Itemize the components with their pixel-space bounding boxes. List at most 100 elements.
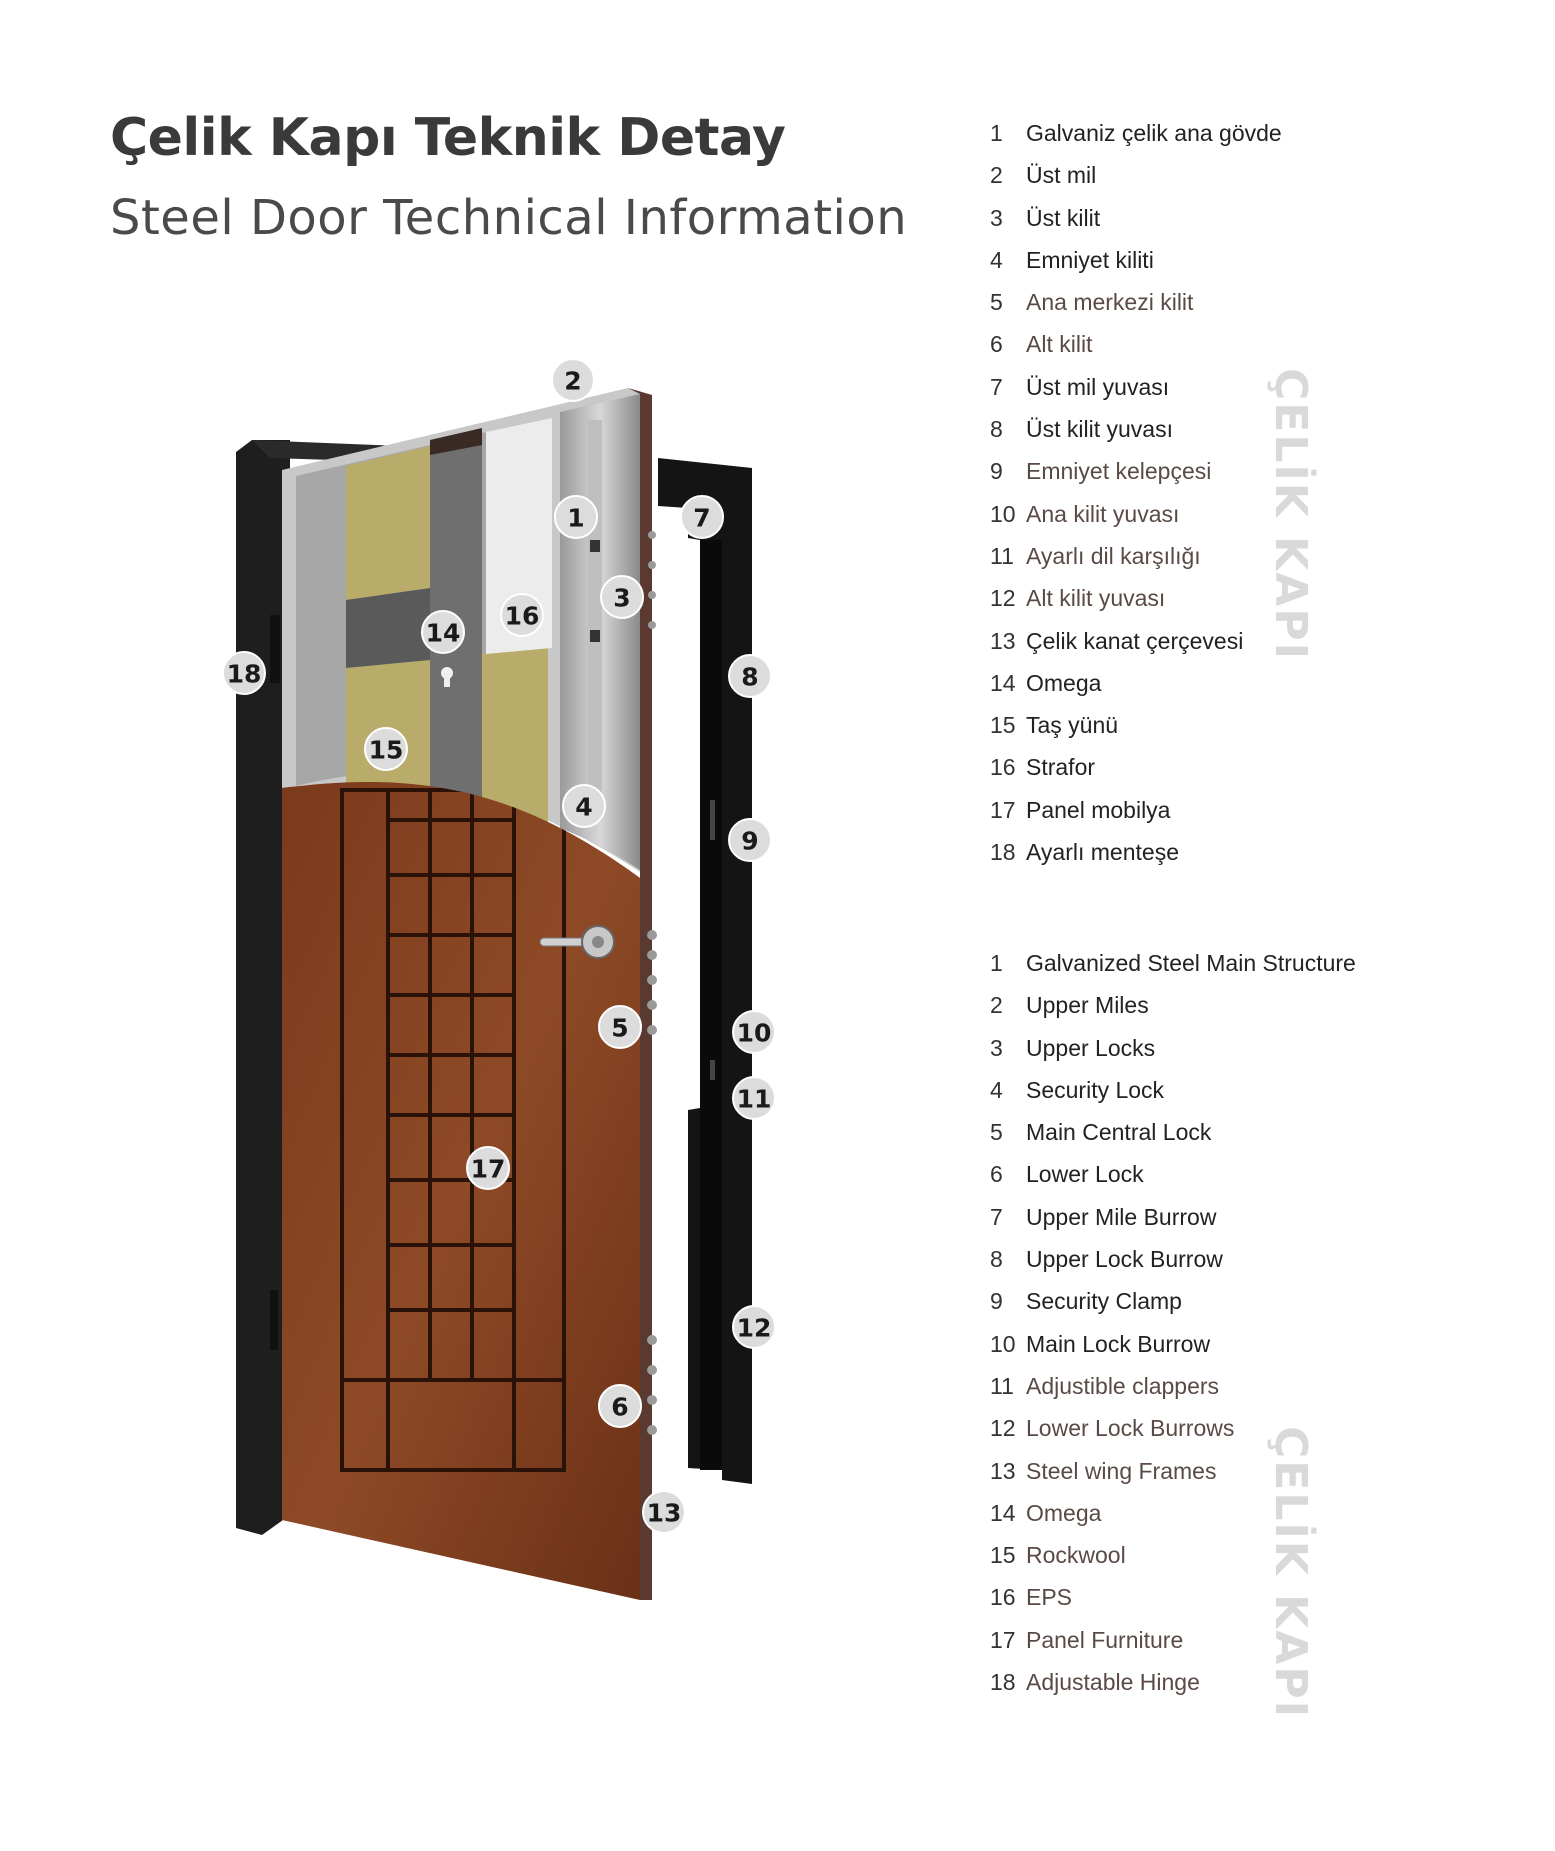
legend-item: 12 Alt kilit yuvası — [990, 577, 1282, 619]
callout-label: 4 — [575, 793, 592, 822]
legend-label: Lower Lock — [1026, 1161, 1144, 1188]
legend-number: 4 — [990, 1076, 1003, 1103]
legend-number: 14 — [990, 1499, 1016, 1526]
legend-number: 13 — [990, 1457, 1016, 1484]
legend-label: Çelik kanat çerçevesi — [1026, 627, 1244, 654]
legend-number: 4 — [990, 246, 1003, 273]
legend-number: 6 — [990, 1161, 1003, 1188]
legend-label: Üst mil — [1026, 162, 1097, 189]
legend-label: Üst kilit yuvası — [1026, 416, 1173, 443]
page-title: Çelik Kapı Teknik Detay — [110, 108, 786, 168]
callout-label: 16 — [505, 602, 540, 631]
callout-7: 7 — [680, 495, 724, 539]
legend-item: 6 Alt kilit — [990, 323, 1282, 365]
callout-marker — [732, 1010, 776, 1054]
legend-number: 12 — [990, 585, 1016, 612]
legend-label: EPS — [1026, 1584, 1073, 1611]
legend-label: Omega — [1026, 1499, 1102, 1526]
callout-marker — [732, 1076, 776, 1120]
watermark: ÇELİK KAPI — [1265, 1426, 1316, 1719]
legend-label: Üst kilit — [1026, 204, 1101, 231]
legend-label: Upper Mile Burrow — [1026, 1203, 1217, 1230]
legend-number: 8 — [990, 1246, 1003, 1273]
legend-label: Security Lock — [1026, 1076, 1165, 1103]
legend-label: Panel mobilya — [1026, 796, 1171, 823]
legend-label: Ana merkezi kilit — [1026, 289, 1194, 316]
callout-13: 13 — [642, 1490, 686, 1534]
callout-17: 17 — [466, 1146, 510, 1190]
callout-12: 12 — [732, 1305, 776, 1349]
legend-item: 14 Omega — [990, 1492, 1356, 1534]
legend-label: Upper Locks — [1026, 1034, 1156, 1061]
legend-item: 7 Üst mil yuvası — [990, 366, 1282, 408]
callout-marker — [551, 358, 595, 402]
watermark: ÇELİK KAPI — [1265, 368, 1316, 661]
legend-number: 6 — [990, 331, 1003, 358]
hinge — [270, 1290, 278, 1350]
callout-marker — [680, 495, 724, 539]
legend-label: Adjustible clappers — [1026, 1372, 1220, 1399]
legend-label: Upper Lock Burrow — [1026, 1246, 1223, 1273]
legend-item: 15 Taş yünü — [990, 704, 1282, 746]
callout-label: 6 — [611, 1393, 628, 1422]
legend-number: 7 — [990, 373, 1003, 400]
legend-label: Security Clamp — [1026, 1288, 1182, 1315]
legend-number: 18 — [990, 1669, 1016, 1696]
page-subtitle: Steel Door Technical Information — [110, 190, 908, 246]
legend-label: Alt kilit — [1026, 331, 1093, 358]
legend-number: 1 — [990, 950, 1003, 976]
legend-label: Main Lock Burrow — [1026, 1330, 1211, 1357]
door-frame — [236, 440, 752, 1535]
callout-8: 8 — [728, 654, 772, 698]
callout-5: 5 — [598, 1005, 642, 1049]
legend-number: 3 — [990, 1034, 1003, 1061]
callout-label: 17 — [471, 1155, 506, 1184]
callout-4: 4 — [562, 784, 606, 828]
callout-marker — [554, 495, 598, 539]
callout-label: 13 — [647, 1499, 682, 1528]
callout-1: 1 — [554, 495, 598, 539]
legend-number: 15 — [990, 712, 1016, 739]
legend-item: 3 Üst kilit — [990, 197, 1282, 239]
legend-number: 3 — [990, 204, 1003, 231]
legend-item: 3 Upper Locks — [990, 1027, 1356, 1069]
door-leaf — [270, 388, 657, 1600]
callout-label: 3 — [613, 584, 630, 613]
legend-label: Steel wing Frames — [1026, 1457, 1217, 1484]
legend-label: Ana kilit yuvası — [1026, 500, 1180, 527]
legend-label: Rockwool — [1026, 1542, 1126, 1569]
callout-label: 15 — [369, 736, 404, 765]
callout-marker — [466, 1146, 510, 1190]
legend-label: Lower Lock Burrows — [1026, 1415, 1235, 1442]
legend-number: 10 — [990, 1330, 1016, 1357]
legend-label: Taş yünü — [1026, 712, 1119, 739]
legend-number: 2 — [990, 992, 1003, 1019]
legend-label: Omega — [1026, 669, 1102, 696]
callout-marker — [642, 1490, 686, 1534]
rockwool-panel — [482, 648, 548, 830]
callout-marker — [728, 818, 772, 862]
legend-label: Ayarlı dil karşılığı — [1026, 542, 1201, 569]
legend-label: Üst mil yuvası — [1026, 373, 1170, 400]
hinge — [270, 615, 280, 683]
legend-label: Alt kilit yuvası — [1026, 585, 1166, 612]
callout-16: 16 — [500, 593, 544, 637]
callout-marker — [732, 1305, 776, 1349]
callout-marker — [598, 1384, 642, 1428]
legend-number: 9 — [990, 458, 1003, 485]
